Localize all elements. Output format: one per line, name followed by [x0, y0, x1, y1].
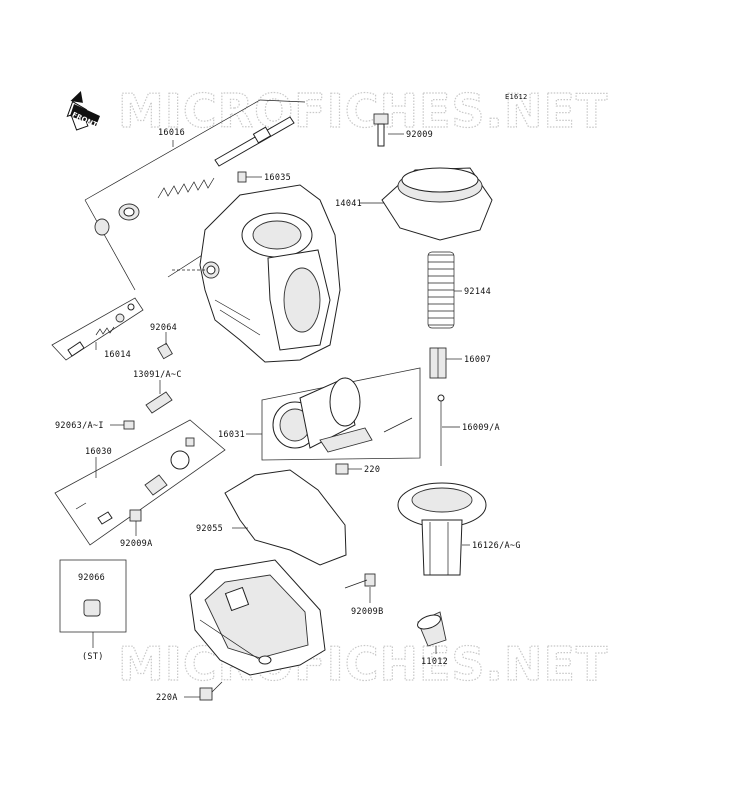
watermark-bottom: MICROFICHES.NET: [118, 637, 608, 691]
label-13091: 13091/A~C: [133, 370, 182, 380]
diagram-code: E1612: [505, 93, 528, 101]
part-220A: [199, 681, 223, 701]
part-92066-box: [59, 559, 127, 633]
label-11012: 11012: [421, 657, 448, 667]
label-92009B: 92009B: [351, 607, 384, 617]
part-11012: [417, 611, 447, 647]
part-16126-diaphragm: [397, 482, 487, 576]
label-16007: 16007: [464, 355, 491, 365]
label-220A: 220A: [156, 693, 178, 703]
part-13091: [145, 391, 173, 414]
part-92066-plug: [83, 599, 101, 617]
front-arrow-icon: FRONT: [66, 91, 100, 131]
part-16014-group: [51, 297, 144, 361]
part-92144-spring: [427, 251, 455, 329]
part-92055-gasket: [224, 469, 347, 566]
label-16016: 16016: [158, 128, 185, 138]
part-16009-needle: [437, 394, 445, 466]
label-16030: 16030: [85, 447, 112, 457]
label-220: 220: [364, 465, 380, 475]
label-92144: 92144: [464, 287, 491, 297]
part-220: [335, 463, 349, 475]
label-92064: 92064: [150, 323, 177, 333]
part-92063: [123, 420, 135, 430]
label-st: (ST): [82, 652, 104, 662]
label-92066: 92066: [78, 573, 105, 583]
label-92009A: 92009A: [120, 539, 153, 549]
float-bowl: [189, 559, 326, 676]
part-16035: [237, 171, 247, 183]
part-92009: [373, 113, 389, 147]
label-16031: 16031: [218, 430, 245, 440]
label-16014: 16014: [104, 350, 131, 360]
label-14041: 14041: [335, 199, 362, 209]
part-16031-slide: [261, 367, 421, 461]
part-16016-group: [84, 99, 306, 291]
label-16009: 16009/A: [462, 423, 500, 433]
part-92064: [157, 342, 173, 360]
label-16035: 16035: [264, 173, 291, 183]
part-16030-group: [54, 419, 226, 546]
label-16126: 16126/A~G: [472, 541, 521, 551]
part-16007: [429, 347, 447, 379]
watermark-top: MICROFICHES.NET: [118, 84, 608, 138]
part-14041-cover: [381, 167, 493, 241]
label-92055: 92055: [196, 524, 223, 534]
label-92009: 92009: [406, 130, 433, 140]
carburetor-body: [172, 184, 341, 363]
label-92063: 92063/A~I: [55, 421, 104, 431]
part-92009A: [129, 509, 142, 522]
part-92009B: [344, 573, 376, 589]
